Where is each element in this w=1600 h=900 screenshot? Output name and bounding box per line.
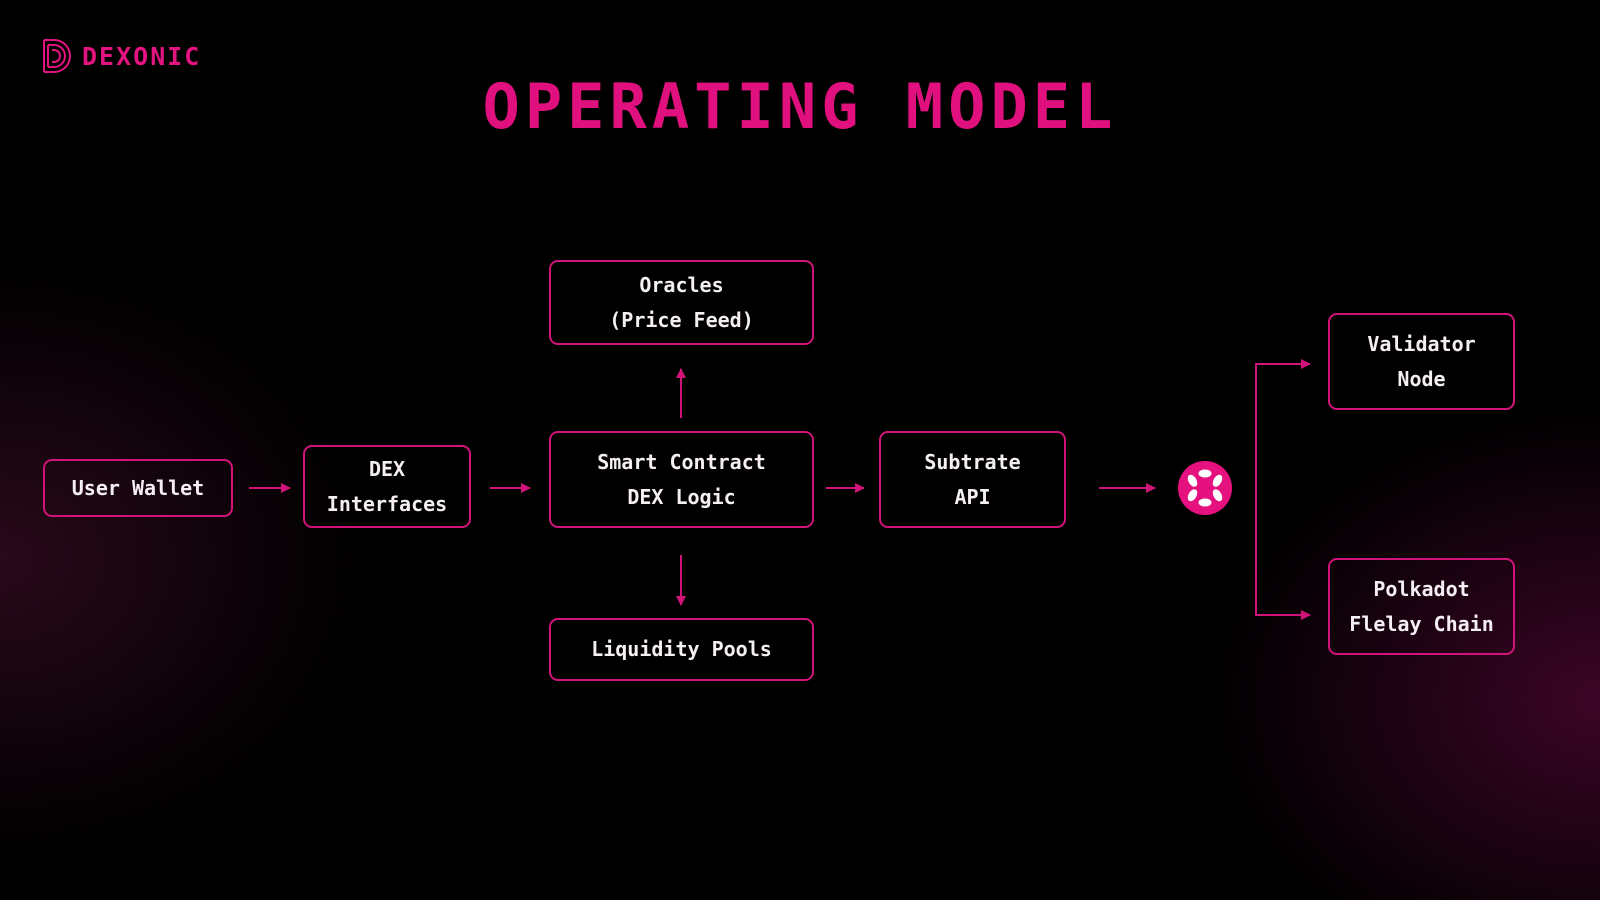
node-dex-interfaces: DEX Interfaces — [303, 445, 471, 528]
node-label: Liquidity Pools — [591, 637, 772, 661]
node-label: Polkadot — [1373, 576, 1470, 601]
node-label: Oracles — [639, 272, 724, 297]
dexonic-logo-icon — [43, 39, 71, 73]
polkadot-dots-icon — [1187, 469, 1223, 507]
bracket-to-validator — [1255, 359, 1311, 616]
page-title: OPERATING MODEL — [482, 70, 1118, 143]
node-validator-node: Validator Node — [1328, 313, 1515, 410]
node-label: Interfaces — [326, 491, 448, 516]
brand: DEXONIC — [42, 38, 201, 74]
node-label: (Price Feed) — [609, 307, 754, 332]
node-relay-chain: Polkadot Flelay Chain — [1328, 558, 1515, 655]
node-label: Subtrate — [924, 449, 1021, 474]
node-label: API — [954, 484, 991, 509]
node-liquidity-pools: Liquidity Pools — [549, 618, 814, 681]
node-label: User Wallet — [71, 475, 205, 500]
polkadot-logo-icon — [1178, 461, 1232, 515]
node-label: Smart Contract — [597, 449, 766, 474]
node-smart-contract: Smart Contract DEX Logic — [549, 431, 814, 528]
node-label: Validator — [1367, 331, 1476, 356]
node-user-wallet: User Wallet — [43, 459, 233, 517]
node-oracles: Oracles (Price Feed) — [549, 260, 814, 345]
node-label: DEX Logic — [627, 484, 736, 509]
brand-name: DEXONIC — [82, 41, 202, 71]
node-substrate-api: Subtrate API — [879, 431, 1066, 528]
node-label: Node — [1397, 366, 1446, 391]
node-label: Flelay Chain — [1349, 611, 1494, 636]
node-label: DEX — [368, 456, 406, 481]
